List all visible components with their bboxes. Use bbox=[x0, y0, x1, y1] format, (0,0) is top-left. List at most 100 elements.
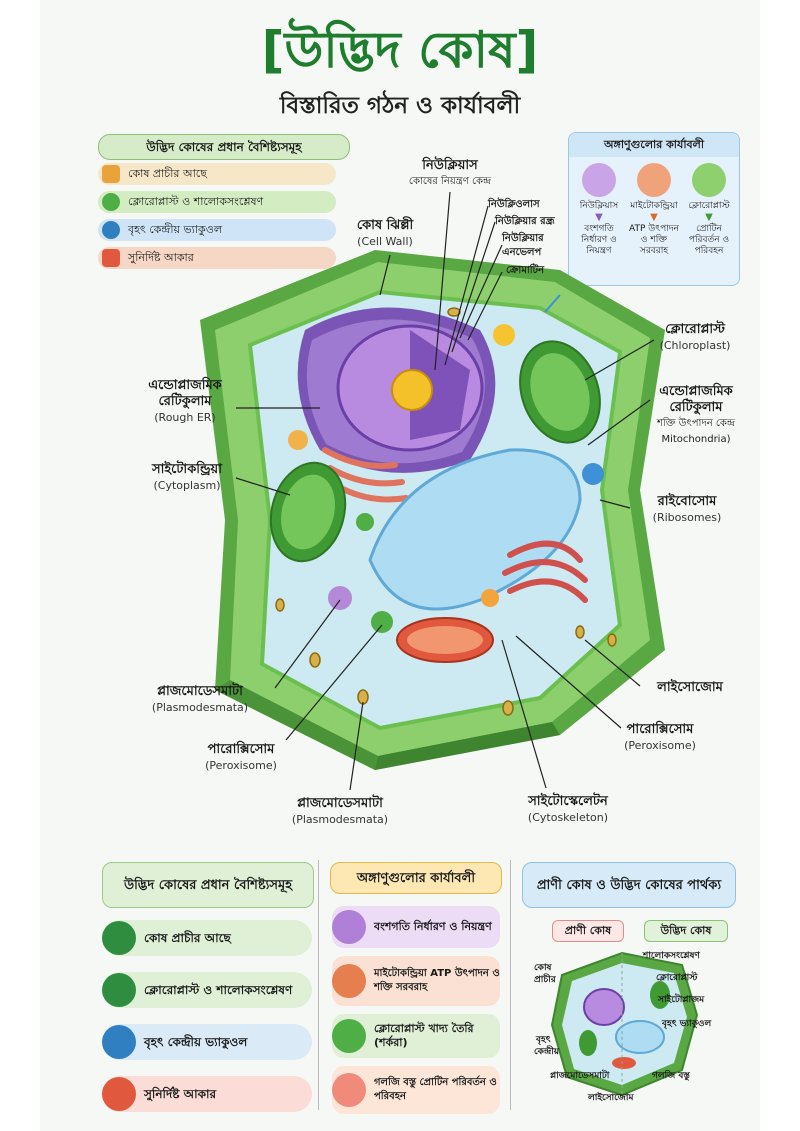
label-peroxisome-right: পারোক্সিসোম (Peroxisome) bbox=[600, 722, 720, 754]
nucleus bbox=[336, 324, 484, 452]
golgi-icon bbox=[332, 1073, 366, 1107]
tab-animal-cell: প্রাণী কোষ bbox=[552, 920, 624, 942]
label-er-right-en: Mitochondria) bbox=[661, 434, 731, 445]
ribosome-badge bbox=[582, 463, 604, 485]
cmp-label-cytoplasm: সাইটোপ্লাজম bbox=[658, 995, 705, 1005]
function-column: মাইটোকন্ড্রিয়া ▼ ATP উৎপাদন ও শক্তি সরব… bbox=[626, 163, 682, 257]
cell-wall-icon bbox=[102, 921, 136, 955]
nucleus-icon bbox=[582, 163, 616, 197]
label-plasmodesmata-bottom-en: (Plasmodesmata) bbox=[291, 813, 389, 826]
vesicle-orange bbox=[481, 589, 499, 607]
arrow-down-icon: ▼ bbox=[595, 212, 603, 223]
central-vacuole bbox=[368, 448, 582, 611]
label-cytoskeleton-en: (Cytoskeleton) bbox=[527, 811, 609, 824]
bottom-feature-label: কোষ প্রাচীর আছে bbox=[144, 931, 231, 945]
label-ribosome-text: রাইবোসোম bbox=[657, 494, 717, 509]
bottom-feature-item: কোষ প্রাচীর আছে bbox=[102, 920, 312, 956]
cmp-label-cell-wall-1: কোষ bbox=[534, 963, 552, 973]
top-feature-label: সুনির্দিষ্ট আকার bbox=[128, 251, 194, 264]
top-features-heading: উদ্ভিদ কোষের প্রধান বৈশিষ্ট্যসমূহ bbox=[98, 134, 350, 160]
label-peroxisome-right-text: পারোক্সিসোম bbox=[626, 722, 694, 737]
label-cytoskeleton-text: সাইটোস্কেলেটন bbox=[528, 794, 608, 809]
label-er-en: (Rough ER) bbox=[154, 411, 216, 424]
top-feature-label: বৃহৎ কেন্দ্রীয় ভ্যাকুওল bbox=[128, 223, 223, 236]
peroxisome-top bbox=[493, 324, 515, 346]
bottom-feature-label: বৃহৎ কেন্দ্রীয় ভ্যাকুওল bbox=[144, 1035, 248, 1049]
label-plasmodesmata-left-en: (Plasmodesmata) bbox=[151, 701, 249, 714]
label-nucleolus: নিউক্লিওলাস bbox=[488, 199, 540, 210]
top-feature-label: কোষ প্রাচীর আছে bbox=[128, 167, 207, 180]
arrow-pointer-icon bbox=[544, 294, 561, 313]
chloroplast-icon bbox=[102, 193, 120, 211]
bottom-function-label: ক্লোরোপ্লাস্ট খাদ্য তৈরি (শর্করা) bbox=[374, 1022, 474, 1049]
arrow-down-icon: ▼ bbox=[705, 212, 713, 223]
function-desc: ATP উৎপাদন ও শক্তি সরবরাহ bbox=[629, 224, 679, 256]
label-nuclear-envelope-2: এনভেলপ bbox=[502, 247, 542, 258]
label-peroxisome-left-en: (Peroxisome) bbox=[205, 759, 277, 772]
label-mitochondria: এন্ডোপ্লাজমিক রেটিকুলাম শক্তি উৎপাদন কেন… bbox=[638, 384, 754, 448]
label-cell-wall: কোষ ঝিল্লী (Cell Wall) bbox=[340, 218, 430, 250]
label-er-right-line2: রেটিকুলাম bbox=[669, 400, 723, 415]
top-functions-panel: অঙ্গাণুগুলোর কার্যাবলী নিউক্লিয়াস ▼ বংশ… bbox=[568, 132, 740, 286]
shape-icon bbox=[102, 249, 120, 267]
label-cell-wall-en: (Cell Wall) bbox=[357, 235, 413, 248]
label-nuclear-pore: নিউক্লিয়ার রন্ধ্র bbox=[495, 216, 555, 227]
label-leader-lines bbox=[235, 191, 655, 791]
cell-wall-edge bbox=[215, 680, 378, 770]
bottom-feature-item: সুনির্দিষ্ট আকার bbox=[102, 1076, 312, 1112]
label-plasmodesmata-bottom: প্লাজমোডেসমাটা (Plasmodesmata) bbox=[270, 796, 410, 828]
infographic-page: [উদ্ভিদ কোষ] বিস্তারিত গঠন ও কার্যাবলী উ… bbox=[40, 0, 760, 1131]
top-feature-item: ক্লোরোপ্লাস্ট ও শালোকসংশ্লেষণ bbox=[98, 191, 336, 213]
bottom-functions-heading: অঙ্গাণুগুলোর কার্যাবলী bbox=[330, 862, 502, 894]
comparison-heading: প্রাণী কোষ ও উদ্ভিদ কোষের পার্থক্য bbox=[522, 862, 736, 908]
plasmodesmata-pores bbox=[275, 307, 617, 716]
arrow-down-icon: ▼ bbox=[650, 212, 658, 223]
peroxisome-left bbox=[328, 586, 352, 610]
bottom-feature-item: বৃহৎ কেন্দ্রীয় ভ্যাকুওল bbox=[102, 1024, 312, 1060]
vacuole-icon bbox=[102, 1025, 136, 1059]
function-name: মাইটোকন্ড্রিয়া bbox=[630, 201, 678, 211]
mitochondria-icon bbox=[332, 964, 366, 998]
function-desc: বংশগতি নির্ধারণ ও নিয়ন্ত্রণ bbox=[581, 224, 617, 256]
bottom-function-item: মাইটোকন্ড্রিয়া ATP উৎপাদন ও শক্তি সরবরা… bbox=[332, 956, 500, 1006]
chloroplast-left bbox=[269, 461, 347, 563]
label-chloroplast-text: ক্লোরোপ্লাস্ট bbox=[665, 322, 725, 337]
bottom-feature-label: ক্লোরোপ্লাস্ট ও শালোকসংশ্লেষণ bbox=[144, 983, 293, 997]
label-er-line2: রেটিকুলাম bbox=[158, 394, 212, 409]
function-column: নিউক্লিয়াস ▼ বংশগতি নির্ধারণ ও নিয়ন্ত্… bbox=[571, 163, 627, 257]
label-ribosome-en: (Ribosomes) bbox=[652, 511, 722, 524]
label-chloroplast-en: (Chloroplast) bbox=[659, 339, 731, 352]
label-rough-er: এন্ডোপ্লাজমিক রেটিকুলাম (Rough ER) bbox=[130, 378, 240, 426]
label-nucleus-sub: কোষের নিয়ন্ত্রণ কেন্দ্র bbox=[408, 176, 492, 187]
label-cytoplasm: সাইটোকন্ড্রিয়া (Cytoplasm) bbox=[132, 462, 242, 494]
golgi-right bbox=[502, 540, 588, 603]
vesicle-small bbox=[356, 513, 374, 531]
label-peroxisome-left: পারোক্সিসোম (Peroxisome) bbox=[186, 742, 296, 774]
label-plasmodesmata-bottom-text: প্লাজমোডেসমাটা bbox=[297, 796, 383, 811]
tab-plant-cell: উদ্ভিদ কোষ bbox=[644, 920, 728, 942]
label-peroxisome-left-text: পারোক্সিসোম bbox=[207, 742, 275, 757]
cmp-label-plasmodesmata: প্লাজমোডেসমাটা bbox=[550, 1071, 610, 1081]
label-cytoskeleton: সাইটোস্কেলেটন (Cytoskeleton) bbox=[498, 794, 638, 826]
label-plasmodesmata-left: প্লাজমোডেসমাটা (Plasmodesmata) bbox=[130, 684, 270, 716]
plant-cell-diagram bbox=[200, 191, 665, 791]
top-feature-item: সুনির্দিষ্ট আকার bbox=[98, 247, 336, 269]
top-feature-item: বৃহৎ কেন্দ্রীয় ভ্যাকুওল bbox=[98, 219, 336, 241]
cmp-label-cell-wall-2: প্রাচীর bbox=[534, 975, 556, 985]
cmp-label-photosynthesis: শালোকসংশ্লেষণ bbox=[643, 951, 700, 961]
cmp-label-chloroplast: ক্লোরোপ্লাস্ট bbox=[656, 973, 698, 983]
label-nuclear-envelope-1: নিউক্লিয়ার bbox=[502, 233, 544, 244]
shape-icon bbox=[102, 1077, 136, 1111]
bottom-feature-item: ক্লোরোপ্লাস্ট ও শালোকসংশ্লেষণ bbox=[102, 972, 312, 1008]
cmp-label-central-2: কেন্দ্রীয় bbox=[534, 1047, 560, 1057]
top-functions-heading: অঙ্গাণুগুলোর কার্যাবলী bbox=[569, 133, 739, 157]
chloroplast-icon bbox=[692, 163, 726, 197]
label-er-right-line1: এন্ডোপ্লাজমিক bbox=[659, 384, 733, 399]
bottom-function-label: গলজি বস্তু প্রোটিন পরিবর্তন ও পরিবহন bbox=[374, 1077, 497, 1102]
function-desc: প্রোটিন পরিবর্তন ও পরিবহন bbox=[688, 224, 730, 256]
label-lysosome: লাইসোজোম bbox=[657, 680, 723, 695]
page-title: [উদ্ভিদ কোষ] bbox=[261, 21, 539, 79]
bottom-function-item: বংশগতি নির্ধারণ ও নিয়ন্ত্রণ bbox=[332, 906, 500, 948]
label-chloroplast: ক্লোরোপ্লাস্ট (Chloroplast) bbox=[640, 322, 750, 354]
page-subtitle: বিস্তারিত গঠন ও কার্যাবলী bbox=[279, 93, 521, 119]
